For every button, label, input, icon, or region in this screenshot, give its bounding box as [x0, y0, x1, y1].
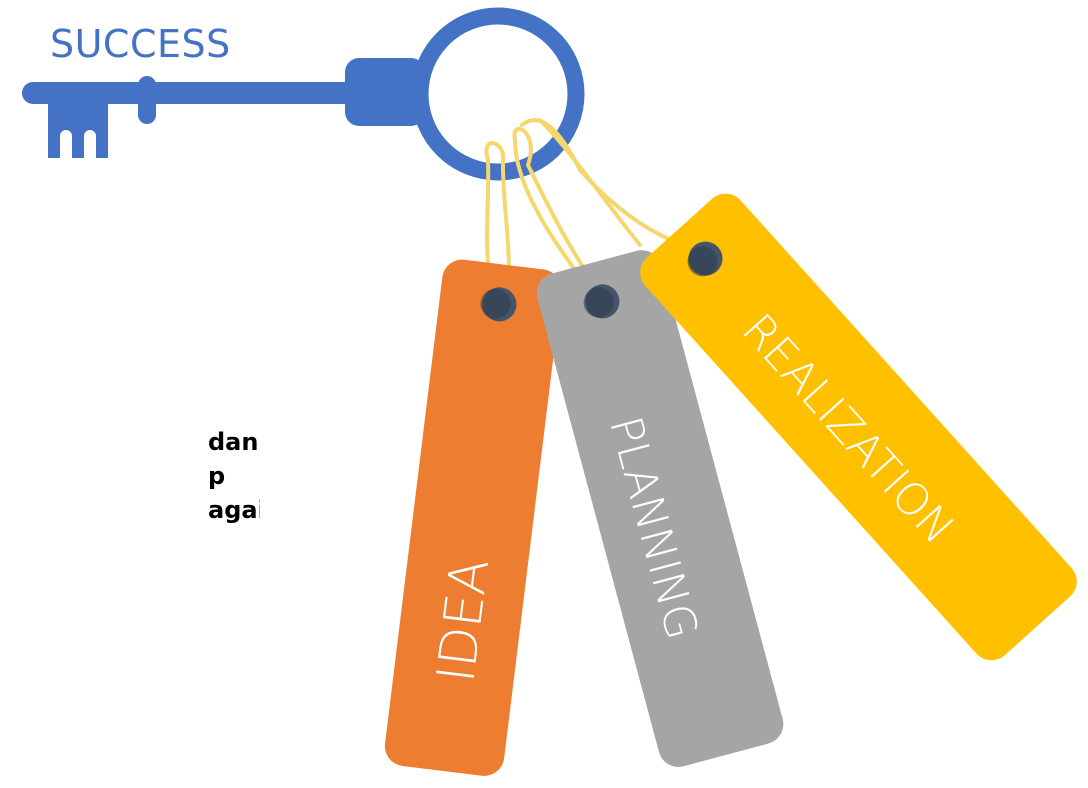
- tag-planning: PLANNING: [536, 250, 784, 767]
- tag-planning-body: [536, 250, 784, 767]
- side-text-line-1: dan: [208, 428, 259, 456]
- side-text-line-2: p: [208, 462, 226, 490]
- tag-idea-body: [384, 259, 562, 776]
- tag-idea: IDEA: [384, 259, 562, 776]
- key-ring: [411, 7, 585, 181]
- tag-idea-label: IDEA: [426, 555, 501, 685]
- side-text-fragment: dan p agai: [0, 425, 260, 527]
- key-shape: [22, 58, 425, 158]
- key-label-success: SUCCESS: [50, 22, 231, 66]
- side-text-line-3: agai: [208, 496, 260, 524]
- tag-realization-body: [640, 193, 1077, 661]
